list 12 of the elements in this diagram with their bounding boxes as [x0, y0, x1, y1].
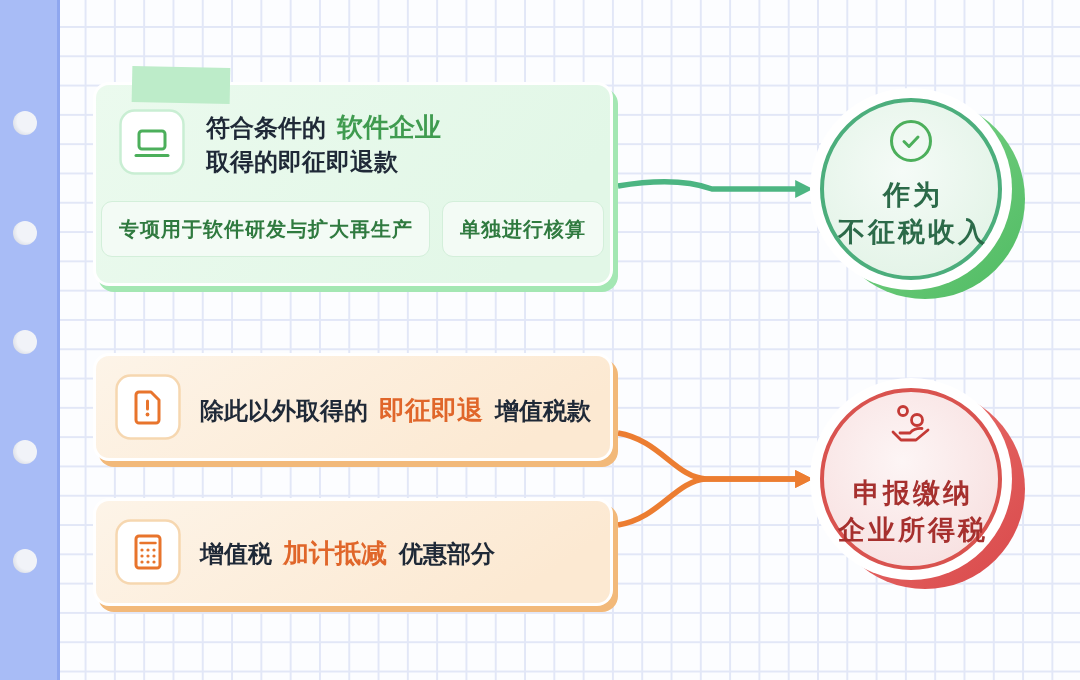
info-card: [93, 82, 618, 292]
condition-tag: 单独进行核算: [442, 201, 604, 257]
outcome-circle: [810, 378, 1028, 590]
outcome-label: 申报缴纳企业所得税: [836, 476, 989, 547]
condition-tag: 专项用于软件研发与扩大再生产: [101, 201, 430, 257]
outcome-label: 作为不征税收入: [836, 178, 989, 249]
info-card: [93, 498, 618, 612]
card-text: 增值税 加计抵减 优惠部分: [200, 537, 496, 570]
card-text: 除此以外取得的 即征即退 增值税款: [200, 394, 592, 427]
card-heading: 符合条件的 软件企业取得的即征即退款: [206, 111, 443, 178]
outcome-circle: [810, 88, 1028, 300]
info-card: [93, 353, 618, 467]
